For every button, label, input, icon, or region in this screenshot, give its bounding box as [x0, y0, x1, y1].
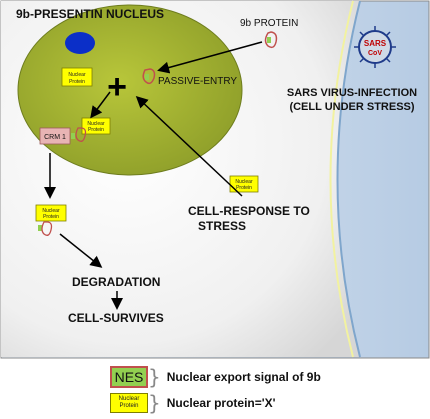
nuclear-protein-label-2: Protein	[69, 79, 85, 85]
legend-np-row: Nuclear Protein } Nuclear protein='X'	[110, 393, 275, 413]
9b-protein-crm1	[75, 127, 87, 142]
sars-cov-virus: SARS CoV	[354, 26, 396, 68]
legend-np-box: Nuclear Protein	[110, 393, 148, 413]
arrow-to-export	[90, 91, 111, 119]
arrow-to-degradation	[59, 233, 103, 268]
nucleolus	[65, 32, 95, 54]
nuclear-protein-export-label-1: Nuclear	[87, 121, 105, 127]
nuclear-protein-in-nucleus	[61, 67, 93, 87]
nuclear-protein-stress-label-2: Protein	[236, 185, 252, 191]
9b-protein-cytoplasm	[41, 221, 53, 236]
legend-np-label-1: Nuclear	[118, 396, 140, 402]
nuclear-protein-cytoplasm-label-1: Nuclear	[42, 208, 60, 214]
stress-label-1: CELL-RESPONSE TO	[188, 204, 310, 218]
legend-nes-box: NES	[110, 366, 148, 388]
passive-entry-label: PASSIVE-ENTRY	[158, 76, 237, 87]
9b-protein-outside	[264, 31, 278, 49]
legend-nes-desc: Nuclear export signal of 9b	[166, 370, 321, 384]
9b-protein-in-nucleus	[142, 68, 156, 85]
cell-membrane-outer	[336, 0, 361, 358]
virus-infection-label-2: (CELL UNDER STRESS)	[289, 101, 414, 113]
nuclear-protein-cytoplasm	[35, 204, 67, 222]
nes-marker-crm1	[71, 133, 75, 139]
legend-nes-row: NES } Nuclear export signal of 9b	[110, 366, 321, 388]
cov-label: CoV	[368, 50, 382, 57]
nuclear-protein-label-1: Nuclear	[68, 72, 86, 78]
nes-marker-nucleus	[145, 74, 149, 80]
stress-label-2: STRESS	[198, 219, 246, 233]
9b-protein-label: 9b PROTEIN	[240, 18, 298, 29]
crm1-box	[39, 127, 71, 145]
nuclear-protein-cytoplasm-label-2: Protein	[43, 214, 59, 220]
nes-marker-cytoplasm	[38, 225, 42, 231]
nucleus-title: 9b-PRESENTIN NUCLEUS	[16, 7, 164, 21]
nuclear-protein-export-label-2: Protein	[88, 127, 104, 133]
sars-label: SARS	[364, 39, 387, 48]
legend-np-desc: Nuclear protein='X'	[166, 396, 276, 410]
cell-membrane-inner	[329, 0, 354, 358]
arrow-stress-to-nucleus	[135, 95, 243, 197]
arrow-protein-entry	[157, 41, 263, 74]
virus-infection-label-1: SARS VIRUS-INFECTION	[287, 87, 417, 99]
nucleus	[17, 4, 243, 176]
legend-brace-icon: }	[148, 391, 161, 415]
plus-symbol: +	[107, 68, 127, 106]
degradation-label: DEGRADATION	[72, 275, 160, 289]
legend-np-label-2: Protein	[119, 403, 139, 409]
legend-brace-icon: }	[148, 365, 161, 389]
nes-marker-outside	[267, 37, 271, 43]
nuclear-protein-stress-label-1: Nuclear	[235, 179, 253, 185]
cell-survives-label: CELL-SURVIVES	[68, 311, 164, 325]
crm1-label: CRM 1	[44, 134, 66, 141]
